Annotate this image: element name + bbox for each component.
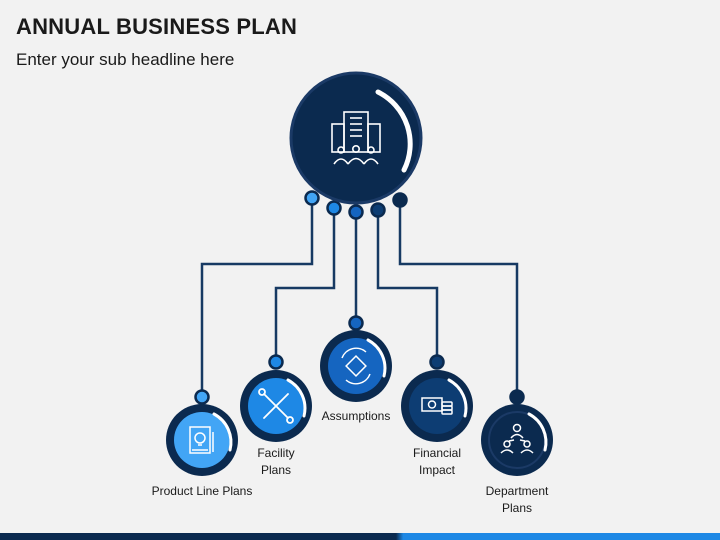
- hub-dot-5: [392, 192, 408, 208]
- node-connector-dots: [194, 315, 525, 405]
- page-title: ANNUAL BUSINESS PLAN: [16, 14, 298, 39]
- page-subtitle: Enter your sub headline here: [16, 50, 235, 69]
- node-product-line: [166, 404, 238, 476]
- puzzle-cycle-icon: [341, 347, 371, 385]
- footer-accent-bar: [0, 533, 720, 540]
- hub-dot-2: [326, 200, 342, 216]
- label-department: Department Plans: [485, 484, 549, 515]
- node-dot-facility: [268, 354, 284, 370]
- office-building-team-icon: [331, 111, 381, 165]
- hub-circle: [289, 71, 423, 205]
- hub-connector-dots: [304, 190, 408, 220]
- hub-dot-1: [304, 190, 320, 206]
- connector-lines: [200, 198, 519, 397]
- node-dot-product-line: [194, 389, 210, 405]
- node-financial: [401, 370, 473, 442]
- connector-facility: [274, 208, 336, 362]
- label-assumptions: Assumptions: [321, 409, 391, 423]
- node-assumptions: [320, 330, 392, 402]
- node-dot-assumptions: [348, 315, 364, 331]
- product-idea-icon: [189, 426, 214, 454]
- hub-dot-4: [370, 202, 386, 218]
- node-facility: [240, 370, 312, 442]
- node-dot-financial: [429, 354, 445, 370]
- tools-icon: [258, 388, 294, 424]
- connector-financial: [376, 210, 439, 362]
- connector-department: [398, 200, 519, 397]
- label-facility: Facility Plans: [257, 446, 295, 477]
- node-department: [481, 404, 553, 476]
- node-dot-department: [509, 389, 525, 405]
- org-chart-icon: [500, 423, 534, 454]
- label-financial: Financial Impact: [412, 446, 462, 477]
- hub-dot-3: [348, 204, 364, 220]
- money-icon: [421, 397, 453, 415]
- label-product-line: Product Line Plans: [151, 484, 253, 498]
- connector-product-line: [200, 198, 314, 397]
